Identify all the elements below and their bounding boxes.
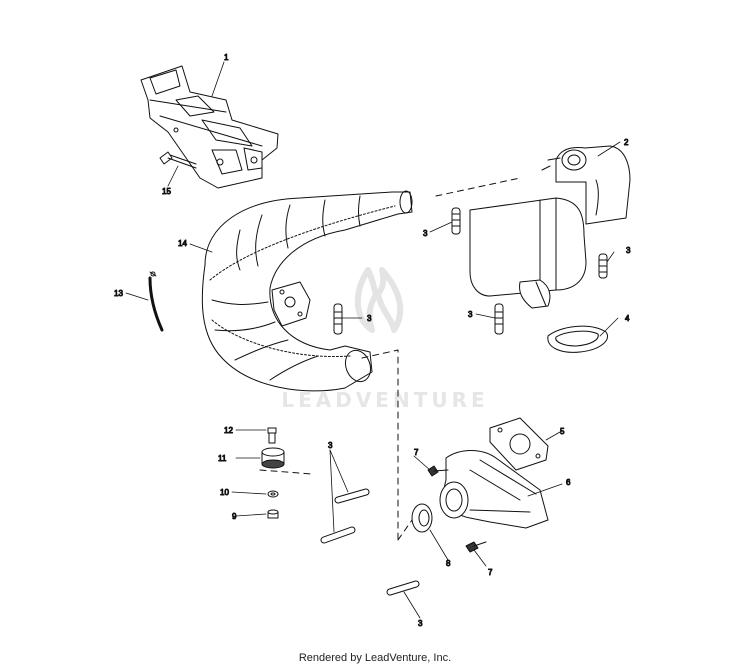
callout-8: 8 xyxy=(446,559,451,568)
silencer xyxy=(469,145,631,309)
spring-3-g xyxy=(386,580,420,596)
bolt-12 xyxy=(267,427,277,444)
watermark: LEADVENTURE xyxy=(281,388,489,412)
callouts: 1 2 3 3 3 3 3 3 4 5 6 7 7 8 9 10 11 12 1… xyxy=(114,53,632,629)
callout-5: 5 xyxy=(560,427,565,436)
alignment-lines xyxy=(259,177,521,541)
callout-7-a: 7 xyxy=(414,448,419,457)
spring-3-d xyxy=(494,303,504,335)
bolt-15 xyxy=(159,151,197,169)
callout-12: 12 xyxy=(224,426,233,435)
callout-13: 13 xyxy=(114,289,123,298)
rubber-mount-11 xyxy=(261,447,285,469)
leader-lines xyxy=(125,61,621,619)
callout-15: 15 xyxy=(162,187,171,196)
exhaust-manifold-6 xyxy=(439,450,549,529)
callout-3-c: 3 xyxy=(367,314,372,323)
callout-3-e: 3 xyxy=(328,441,333,450)
expansion-chamber-pipe xyxy=(201,190,413,392)
callout-4: 4 xyxy=(625,314,630,323)
callout-9: 9 xyxy=(232,512,237,521)
spring-3-b xyxy=(598,253,608,279)
callout-10: 10 xyxy=(220,488,229,497)
gasket-ring-4 xyxy=(547,325,608,353)
manifold-gasket-5 xyxy=(489,417,549,471)
stud-7-b xyxy=(465,541,487,553)
callout-3-d: 3 xyxy=(468,310,473,319)
callout-11: 11 xyxy=(218,454,227,463)
spring-3-a xyxy=(451,207,461,235)
spring-3-e xyxy=(334,488,370,504)
washer-10 xyxy=(267,490,279,498)
watermark-logo xyxy=(354,267,404,333)
callout-3-b: 3 xyxy=(626,246,631,255)
nut-9 xyxy=(267,509,279,519)
callout-3-a: 3 xyxy=(423,229,428,238)
spring-3-f xyxy=(320,526,356,544)
callout-6: 6 xyxy=(566,478,571,487)
spring-3-c xyxy=(333,303,343,335)
callout-3-f: 3 xyxy=(418,619,423,628)
callout-1: 1 xyxy=(224,53,229,62)
spring-clip-13 xyxy=(148,271,164,332)
sealing-ring-8 xyxy=(411,503,433,533)
callout-7-b: 7 xyxy=(488,568,493,577)
callout-14: 14 xyxy=(178,239,187,248)
stud-7-a xyxy=(427,465,449,477)
exhaust-bracket xyxy=(140,65,279,189)
callout-2: 2 xyxy=(624,138,629,147)
footer-credit: Rendered by LeadVenture, Inc. xyxy=(298,652,452,664)
